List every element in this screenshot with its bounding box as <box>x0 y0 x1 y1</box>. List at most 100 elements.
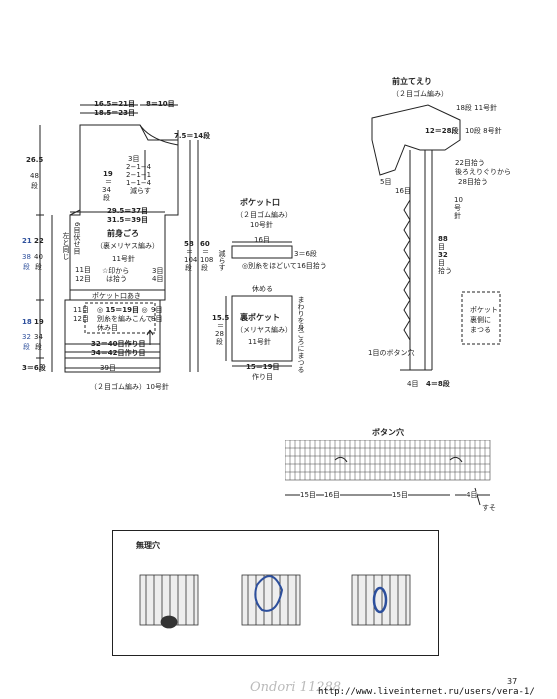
front-pocket-label: ポケット口あき <box>92 292 141 300</box>
pocket-opening-top: 16目 <box>254 236 270 244</box>
pocket-left-2: ＝ <box>217 322 224 330</box>
front-title: 前身ごろ <box>107 229 139 238</box>
front-height-6: ＝ <box>202 248 209 256</box>
front-note-left-2: 左と同じ <box>62 232 70 260</box>
collar-label-5: 後ろえりぐりから <box>455 168 511 176</box>
front-left-dim-c2: 38 <box>22 253 31 261</box>
pocket-opening-right: 3＝6段 <box>294 250 317 258</box>
collar-title: 前立てえり <box>392 77 432 86</box>
front-left-dim-b3: 段 <box>35 263 42 271</box>
front-left-dim-e2: 32 <box>22 333 31 341</box>
shaping-3: 2−1−1 <box>126 171 152 179</box>
collar-buttonhole: 1目のボタン穴 <box>368 349 415 357</box>
muri-ana-title: 無理穴 <box>136 541 160 550</box>
pocket-right: まわりを身ごろにまつる <box>297 296 305 373</box>
collar-left-v-1: 10 <box>454 196 463 204</box>
shaping-1: 3目 <box>128 155 140 163</box>
collar-pocket-1: ポケット <box>470 306 498 314</box>
front-mid-left-1: 11目 <box>75 266 91 274</box>
front-bottom-dim-1: 32＝40目作り目 <box>91 340 146 348</box>
front-pocket-side-3: 9目 <box>151 306 163 314</box>
front-stitch: （裏メリヤス編み） <box>96 242 159 250</box>
shaping-5: 減らす <box>130 187 151 195</box>
footer-url[interactable]: http://www.liveinternet.ru/users/vera-1/ <box>318 687 535 697</box>
pocket-opening-title: ポケット口 <box>240 198 280 207</box>
front-pocket-block-1: ◎ 15＝19目 ◎ <box>97 306 148 314</box>
front-left-dim-e: 18 <box>22 318 32 326</box>
front-top-dim-2: 18.5＝23目 <box>94 109 136 117</box>
pocket-opening-sub: （２目ゴム編み） <box>236 211 292 219</box>
buttonhole-label-4: 4目 <box>466 491 478 499</box>
front-left-dim-b2: 40 <box>34 253 43 261</box>
collar-bottom-2: 4＝8段 <box>426 380 450 388</box>
pocket-needle: 11号針 <box>248 338 271 346</box>
front-width-1: 29.5＝37目 <box>107 207 149 215</box>
front-pocket-side-1: 11目 <box>73 306 89 314</box>
front-pocket-side-2: 12目 <box>73 315 89 323</box>
front-pocket-block-2: 別糸を編みこんで <box>97 315 153 323</box>
collar-mid-v-2: 目 <box>438 243 445 251</box>
muri-ana-box <box>112 530 439 656</box>
front-height-4: 段 <box>185 264 192 272</box>
front-top-dim-3: 8＝10目 <box>146 100 175 108</box>
buttonhole-label-1: 15目 <box>300 491 316 499</box>
collar-sub: （２目ゴム編み） <box>392 90 448 98</box>
front-note-left-1: 6目伏せ目 <box>73 222 81 255</box>
front-height-8: 段 <box>201 264 208 272</box>
collar-label-2: 12＝28段 <box>425 127 459 135</box>
buttonhole-sub: すそ <box>482 504 496 512</box>
front-left-dim-f: 3＝6段 <box>22 364 46 372</box>
collar-pocket-2: 裏側に <box>470 316 491 324</box>
front-height-5: 60 <box>200 240 210 248</box>
collar-side-1: 5目 <box>380 178 392 186</box>
front-height-7: 108 <box>200 256 214 264</box>
pocket-bottom-2: 作り目 <box>252 373 273 381</box>
collar-mid-v-4: 目 <box>438 259 445 267</box>
front-top-dim-1: 16.5＝21目 <box>94 100 136 108</box>
collar-label-6: 28目拾う <box>458 178 488 186</box>
collar-side-2: 16目 <box>395 187 411 195</box>
collar-pocket-3: まつる <box>470 326 491 334</box>
pocket-left-4: 段 <box>216 338 223 346</box>
front-bottom-width: 39目 <box>100 364 116 372</box>
pocket-opening-left: ◎別糸をほどいて16目拾う <box>242 262 327 270</box>
shaping-v-1: 19 <box>103 170 113 178</box>
collar-left-v-2: 号 <box>454 204 461 212</box>
front-left-dim-d2: 34 <box>34 333 43 341</box>
pocket-top: 休める <box>252 285 273 293</box>
front-right-top-dim: 7.5＝14段 <box>174 132 211 140</box>
pocket-opening-side: 減らす <box>218 250 226 271</box>
front-needle: 11号針 <box>112 255 135 263</box>
footer-brand: Ondori 11288 <box>250 680 342 695</box>
shaping-4: 1−1−4 <box>126 179 152 187</box>
buttonhole-grid <box>285 440 491 481</box>
buttonhole-title: ボタン穴 <box>372 428 404 437</box>
pocket-left-1: 15.5 <box>212 314 230 322</box>
collar-bottom-1: 4目 <box>407 380 419 388</box>
collar-mid-v-1: 88 <box>438 235 448 243</box>
pocket-stitch: （メリヤス編み） <box>236 326 292 334</box>
front-left-dim-a: 26.5 <box>26 156 44 164</box>
front-left-dim-a2: 48 <box>30 172 39 180</box>
front-width-2: 31.5＝39目 <box>107 216 149 224</box>
front-mid-right-2: 4目 <box>152 275 164 283</box>
front-mid-right-1: 3目 <box>152 267 164 275</box>
front-height-1: 58 <box>184 240 194 248</box>
shaping-v-4: 段 <box>103 194 110 202</box>
front-mark-note-1: ☆印から <box>102 267 130 275</box>
front-bottom-dim-2: 34＝42目作り目 <box>91 349 146 357</box>
buttonhole-label-2: 16目 <box>324 491 340 499</box>
front-height-3: 104 <box>184 256 198 264</box>
shaping-v-2: ＝ <box>105 178 112 186</box>
page-number: 37 <box>507 677 518 686</box>
collar-label-4: 22目拾う <box>455 159 485 167</box>
front-left-dim-d3: 段 <box>35 343 42 351</box>
buttonhole-label-3: 15目 <box>392 491 408 499</box>
front-rib: （２目ゴム編み）10号針 <box>90 383 169 391</box>
collar-label-3: 10段 8号針 <box>465 127 502 135</box>
pocket-opening-needle: 10号針 <box>250 221 273 229</box>
front-left-dim-e3: 段 <box>23 343 30 351</box>
